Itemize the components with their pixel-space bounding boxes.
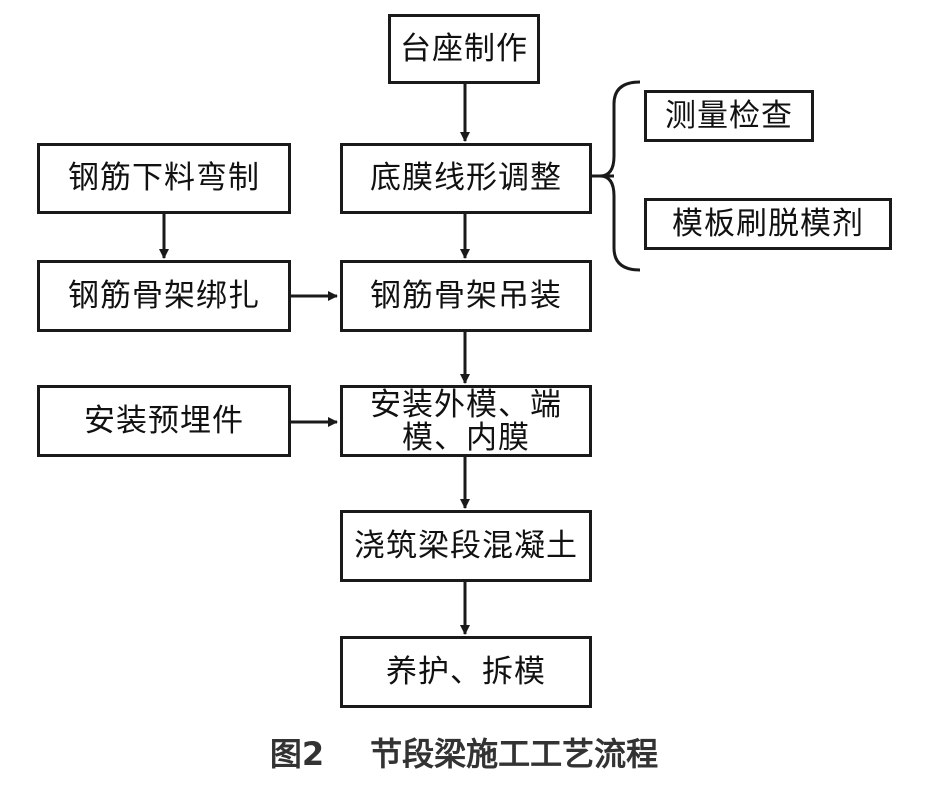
rebar-hoist-box: 钢筋骨架吊装 <box>340 260 592 332</box>
pour-box: 浇筑梁段混凝土 <box>340 510 592 582</box>
survey-label: 测量检查 <box>665 97 793 134</box>
release-agent-box: 模板刷脱模剂 <box>644 198 892 250</box>
curly-bracket <box>599 80 641 272</box>
release-agent-label: 模板刷脱模剂 <box>672 205 864 242</box>
cure-label: 养护、拆模 <box>386 653 546 690</box>
figure-number: 图2 <box>269 735 325 773</box>
survey-box: 测量检查 <box>644 90 814 142</box>
pour-label: 浇筑梁段混凝土 <box>354 527 578 564</box>
cure-box: 养护、拆模 <box>340 636 592 708</box>
bottom-mold-box: 底膜线形调整 <box>340 143 592 214</box>
embed-box: 安装预埋件 <box>37 385 291 457</box>
rebar-cut-label: 钢筋下料弯制 <box>68 160 260 197</box>
formwork-label-line2: 模、内膜 <box>402 420 530 456</box>
rebar-tie-box: 钢筋骨架绑扎 <box>37 260 291 332</box>
figure-caption: 图2 节段梁施工工艺流程 <box>0 727 928 777</box>
rebar-cut-box: 钢筋下料弯制 <box>37 143 291 214</box>
bottom-mold-label: 底膜线形调整 <box>370 160 562 197</box>
pedestal-label: 台座制作 <box>400 30 528 67</box>
figure-title: 节段梁施工工艺流程 <box>370 735 659 773</box>
embed-label: 安装预埋件 <box>84 402 244 439</box>
rebar-hoist-label: 钢筋骨架吊装 <box>370 277 562 314</box>
formwork-label-line1: 安装外模、端 <box>370 387 562 424</box>
pedestal-box: 台座制作 <box>388 14 540 84</box>
formwork-box: 安装外模、端 模、内膜 <box>340 385 592 457</box>
rebar-tie-label: 钢筋骨架绑扎 <box>68 277 260 314</box>
